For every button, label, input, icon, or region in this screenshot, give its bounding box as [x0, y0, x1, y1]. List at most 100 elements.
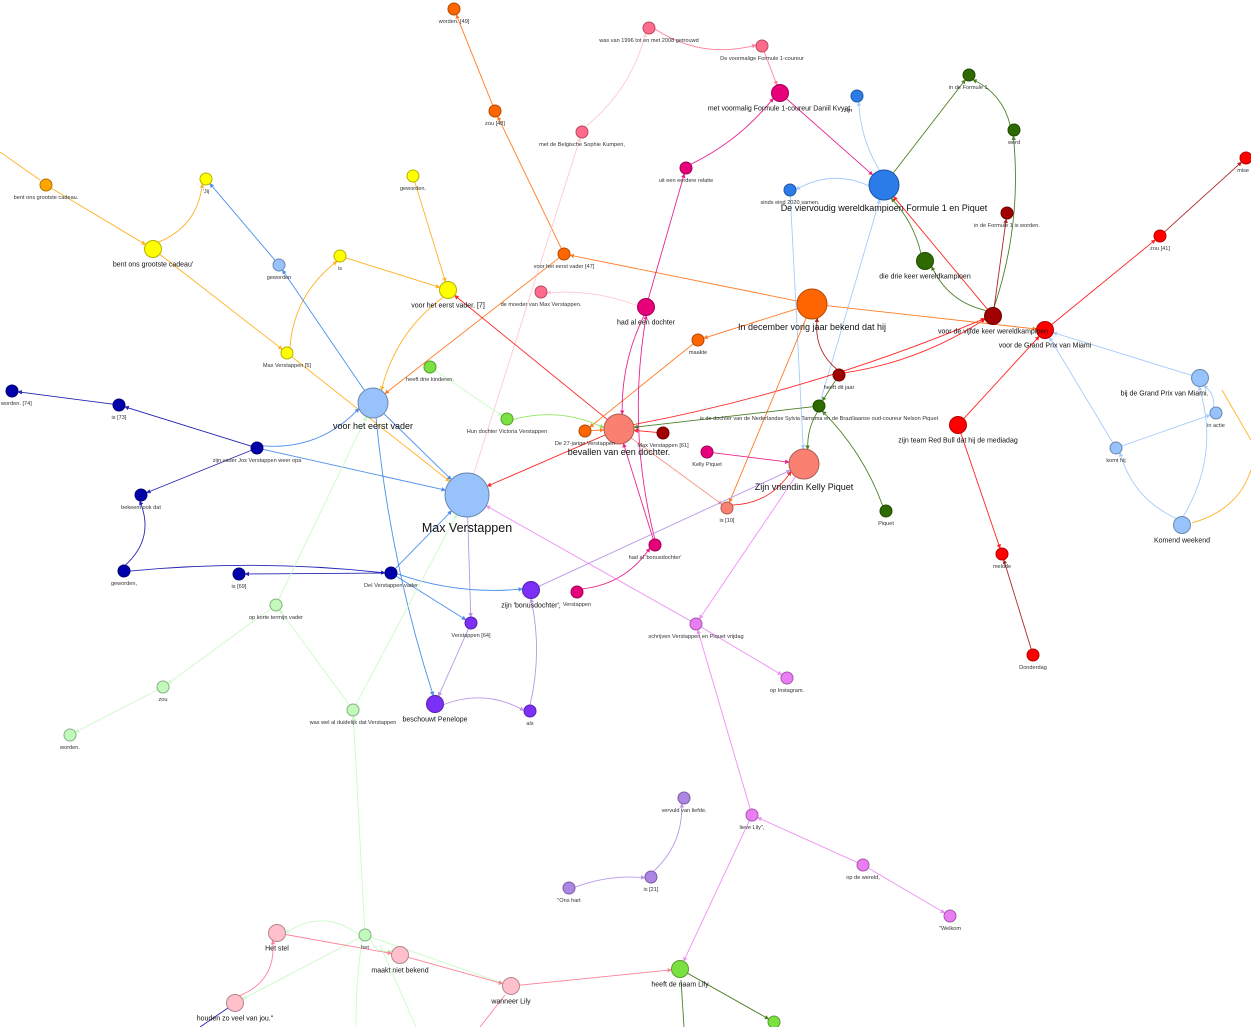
graph-node[interactable]: [570, 585, 584, 599]
graph-node[interactable]: [949, 416, 967, 434]
graph-node[interactable]: [406, 169, 420, 183]
graph-node[interactable]: [39, 178, 53, 192]
graph-edge: [383, 413, 452, 480]
graph-node[interactable]: [656, 426, 670, 440]
graph-node[interactable]: [250, 441, 264, 455]
graph-node[interactable]: [677, 791, 691, 805]
graph-node[interactable]: [502, 977, 520, 995]
graph-node[interactable]: [112, 398, 126, 412]
graph-node[interactable]: [644, 870, 658, 884]
graph-node[interactable]: [1007, 123, 1021, 137]
graph-node[interactable]: [767, 1015, 781, 1027]
graph-node[interactable]: [333, 249, 347, 263]
graph-node[interactable]: [700, 445, 714, 459]
graph-node[interactable]: [788, 448, 820, 480]
node-label: in actie: [1207, 423, 1225, 429]
graph-node[interactable]: [850, 89, 864, 103]
graph-node[interactable]: [522, 581, 540, 599]
graph-node[interactable]: [557, 247, 571, 261]
graph-node[interactable]: [488, 104, 502, 118]
graph-node[interactable]: [268, 924, 286, 942]
graph-node[interactable]: [812, 399, 826, 413]
graph-node[interactable]: [984, 307, 1002, 325]
graph-node[interactable]: [63, 728, 77, 742]
graph-node[interactable]: [1173, 516, 1191, 534]
graph-node[interactable]: [962, 68, 976, 82]
graph-node[interactable]: [642, 21, 656, 35]
graph-node[interactable]: [272, 258, 286, 272]
graph-node[interactable]: [464, 616, 478, 630]
graph-node[interactable]: [199, 172, 213, 186]
graph-node[interactable]: [689, 617, 703, 631]
graph-edge: [395, 575, 467, 621]
graph-node[interactable]: [134, 488, 148, 502]
graph-node[interactable]: [562, 881, 576, 895]
graph-node[interactable]: [426, 695, 444, 713]
graph-node[interactable]: [1000, 206, 1014, 220]
graph-node[interactable]: [447, 2, 461, 16]
graph-node[interactable]: [444, 472, 490, 518]
graph-node[interactable]: [780, 671, 794, 685]
graph-node[interactable]: [269, 598, 283, 612]
graph-node[interactable]: [423, 360, 437, 374]
graph-node[interactable]: [679, 161, 693, 175]
node-label: mise: [1237, 168, 1249, 174]
node-label: "Welkom: [939, 926, 961, 932]
graph-node[interactable]: [117, 564, 131, 578]
graph-edge: [443, 697, 525, 711]
graph-node[interactable]: [523, 704, 537, 718]
graph-node[interactable]: [1209, 406, 1223, 420]
graph-node[interactable]: [832, 368, 846, 382]
graph-node[interactable]: [916, 252, 934, 270]
graph-node[interactable]: [1109, 441, 1123, 455]
graph-node[interactable]: [783, 183, 797, 197]
graph-node[interactable]: [637, 298, 655, 316]
graph-node[interactable]: [1036, 321, 1054, 339]
graph-node[interactable]: [691, 333, 705, 347]
graph-node[interactable]: [534, 285, 548, 299]
graph-node[interactable]: [346, 703, 360, 717]
graph-node[interactable]: [144, 240, 162, 258]
node-label: op Instagram.: [770, 688, 805, 694]
graph-node[interactable]: [868, 169, 900, 201]
graph-node[interactable]: [671, 960, 689, 978]
graph-node[interactable]: [226, 994, 244, 1012]
graph-edge: [262, 448, 446, 492]
graph-edge: [125, 500, 146, 566]
graph-node[interactable]: [280, 346, 294, 360]
graph-node[interactable]: [755, 39, 769, 53]
graph-node[interactable]: [575, 125, 589, 139]
node-label: zijn vader Jos Verstappen weer opa: [213, 458, 303, 464]
graph-edge: [384, 257, 560, 395]
graph-node[interactable]: [384, 566, 398, 580]
graph-node[interactable]: [1239, 151, 1251, 165]
graph-node[interactable]: [357, 387, 389, 419]
node-label: maakte: [689, 350, 707, 356]
graph-node[interactable]: [720, 501, 734, 515]
graph-node[interactable]: [1026, 648, 1040, 662]
graph-node[interactable]: [578, 424, 592, 438]
graph-node[interactable]: [1191, 369, 1209, 387]
graph-node[interactable]: [1153, 229, 1167, 243]
graph-node[interactable]: [391, 946, 409, 964]
graph-node[interactable]: [856, 858, 870, 872]
graph-node[interactable]: [500, 412, 514, 426]
graph-node[interactable]: [995, 547, 1009, 561]
graph-edge: [582, 547, 651, 590]
graph-edge: [414, 181, 447, 283]
graph-node[interactable]: [439, 281, 457, 299]
graph-node[interactable]: [648, 538, 662, 552]
graph-node[interactable]: [5, 384, 19, 398]
graph-node[interactable]: [771, 84, 789, 102]
graph-node[interactable]: [796, 288, 828, 320]
graph-node[interactable]: [232, 567, 246, 581]
graph-node[interactable]: [603, 413, 635, 445]
graph-node[interactable]: [358, 928, 372, 942]
graph-edge: [282, 269, 365, 391]
graph-node[interactable]: [745, 808, 759, 822]
graph-node[interactable]: [156, 680, 170, 694]
node-label: bekeent ook dat: [121, 505, 161, 511]
node-label: was wel al duidelijk dat Verstappen: [309, 720, 397, 726]
graph-node[interactable]: [879, 504, 893, 518]
graph-node[interactable]: [943, 909, 957, 923]
